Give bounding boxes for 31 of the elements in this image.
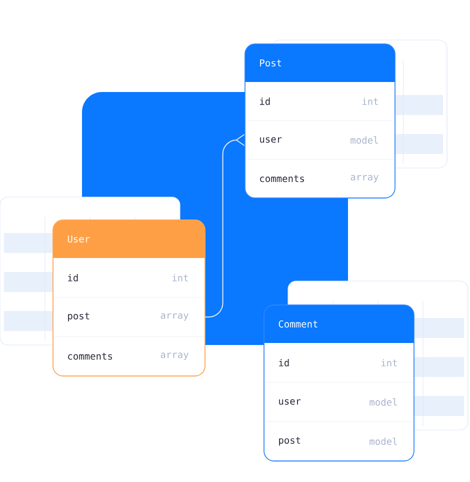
relation-line — [204, 134, 245, 318]
field-name: comments — [260, 175, 304, 182]
field-type: array — [350, 175, 378, 182]
table-row — [264, 382, 414, 406]
field-name: user — [279, 399, 301, 405]
table-title: Post — [260, 59, 282, 67]
table-row — [54, 297, 204, 322]
table-row — [246, 120, 394, 144]
table-row — [246, 159, 394, 182]
table-title: Comment — [278, 320, 318, 328]
table-row — [264, 421, 414, 446]
field-type: model — [370, 398, 397, 406]
field-type: int — [362, 98, 378, 105]
field-name: post — [279, 436, 300, 446]
field-name: id — [260, 98, 270, 105]
field-type: int — [381, 359, 397, 366]
field-name: id — [279, 359, 289, 366]
table-card — [264, 304, 414, 462]
field-type: array — [160, 352, 188, 360]
field-name: user — [260, 137, 282, 143]
field-name: post — [68, 312, 90, 322]
field-type: array — [160, 313, 188, 321]
field-name: comments — [68, 352, 112, 360]
table-title: User — [68, 235, 90, 243]
field-type: model — [350, 136, 378, 144]
field-type: int — [172, 274, 188, 282]
field-type: model — [370, 438, 397, 445]
field-name: id — [68, 274, 78, 282]
table-card — [52, 220, 206, 376]
table-row — [54, 336, 204, 360]
table-card — [244, 44, 396, 198]
